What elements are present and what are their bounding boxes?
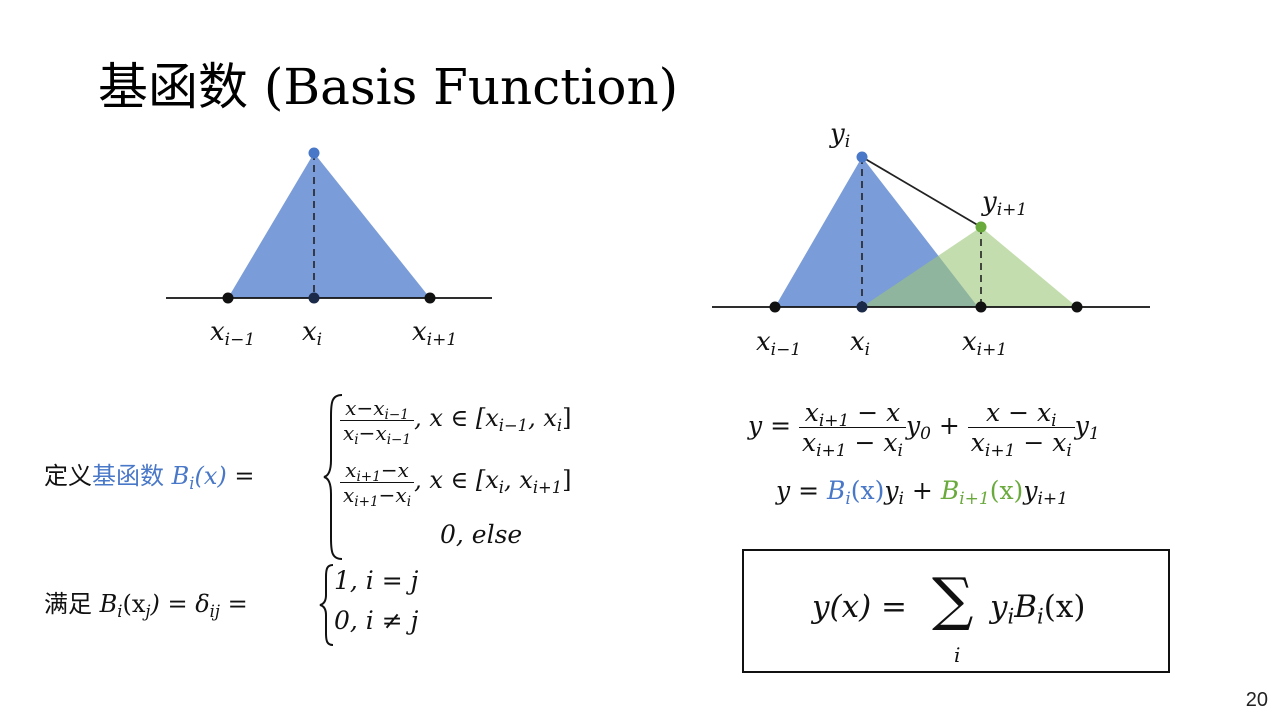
weight-fraction-1: xi+1 − x xi+1 − xi <box>798 398 906 460</box>
label-x-next: xi+1 <box>412 317 457 350</box>
page-number: 20 <box>1245 689 1268 711</box>
boxed-formula-rhs: yiBi(x) <box>990 589 1086 629</box>
label-x-cur: xi <box>302 317 322 350</box>
node-x-next <box>424 292 436 304</box>
label-x-next: xi+1 <box>962 327 1007 360</box>
case-2-fraction: xi+1−x xi+1−xi <box>340 458 415 509</box>
kronecker-delta-expression: Bi(xj) = δij = <box>99 590 248 621</box>
peak-point-y-cur <box>856 151 868 163</box>
label-x-cur: xi <box>850 327 870 360</box>
interpolation-line <box>861 156 982 228</box>
boxed-formula-lhs: y(x) = <box>812 589 908 625</box>
definition-lhs: 定义基函数 Bi(x) = <box>44 460 255 492</box>
node-x-prev <box>222 292 234 304</box>
label-y-cur: yi <box>829 119 850 152</box>
condition-brace <box>319 564 334 646</box>
interpolation-line-2: y = Bi(x)yi + Bi+1(x)yi+1 <box>776 476 1068 510</box>
definition-prefix: 定义 <box>44 462 92 490</box>
peak-point <box>308 147 320 159</box>
condition-case-2: 0, i ≠ j <box>334 606 419 635</box>
sum-index: i <box>954 643 961 667</box>
definition-brace <box>323 394 343 560</box>
condition-lhs: 满足 Bi(xj) = δij = <box>44 588 248 620</box>
node-x-cur <box>308 292 320 304</box>
sum-symbol: ∑ <box>932 565 974 633</box>
definition-case-1: x−xi−1 xi−xi−1 , x ∈ [xi−1, xi] <box>340 396 571 447</box>
slide-title: 基函数 (Basis Function) <box>98 58 679 116</box>
definition-case-2: xi+1−x xi+1−xi , x ∈ [xi, xi+1] <box>340 458 571 509</box>
node-x-cur <box>856 301 868 313</box>
condition-prefix: 满足 <box>44 590 92 618</box>
interpolation-diagram-right: yi yi+1 xi−1 xi xi+1 <box>712 119 1150 360</box>
definition-equals: = <box>234 462 255 490</box>
basis-function-diagram-left: xi−1 xi xi+1 <box>166 147 492 350</box>
node-x-next <box>975 301 987 313</box>
definition-case-3: 0, else <box>440 520 523 549</box>
case-1-fraction: x−xi−1 xi−xi−1 <box>340 396 415 447</box>
interpolation-line-1: y = xi+1 − x xi+1 − xi y0 + x − xi xi+1 … <box>748 398 1100 462</box>
label-x-prev: xi−1 <box>756 327 801 360</box>
peak-point-y-next <box>975 221 987 233</box>
label-y-next: yi+1 <box>981 187 1027 220</box>
hat-function-triangle <box>228 153 430 298</box>
node-x-next2 <box>1071 301 1083 313</box>
condition-case-1: 1, i = j <box>334 566 419 595</box>
weight-fraction-2: x − xi xi+1 − xi <box>967 398 1075 460</box>
basis-function-symbol: Bi(x) <box>171 462 227 493</box>
label-x-prev: xi−1 <box>210 317 255 350</box>
green-basis-triangle <box>862 227 1077 307</box>
boxed-formula: y(x) = ∑ i yiBi(x) <box>742 549 1170 673</box>
basis-function-term: 基函数 <box>92 462 164 490</box>
node-x-prev <box>769 301 781 313</box>
